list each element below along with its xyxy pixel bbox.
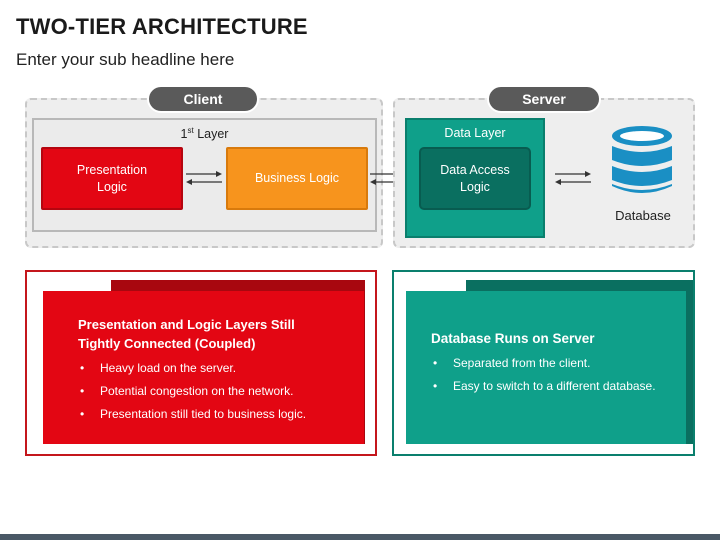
footer-bar (0, 534, 720, 540)
client-label: Client (183, 91, 223, 107)
left-card-bullet: Potential congestion on the network. (78, 383, 348, 399)
double-arrow-icon (553, 170, 593, 186)
business-logic-box: Business Logic (226, 147, 368, 210)
left-card-bullet: Heavy load on the server. (78, 360, 348, 376)
right-card: Database Runs on Server Separated from t… (406, 291, 686, 444)
presentation-logic-line2: Logic (97, 179, 127, 194)
left-card-heading-line1: Presentation and Logic Layers Still (78, 317, 295, 332)
database-label: Database (615, 208, 671, 223)
data-access-line2: Logic (460, 179, 490, 194)
data-layer-label: Data Layer (444, 126, 506, 140)
business-logic-label: Business Logic (254, 171, 340, 185)
presentation-logic-line1: Presentation (76, 162, 148, 177)
left-card-bullet: Presentation still tied to business logi… (78, 406, 348, 422)
page-subtitle: Enter your sub headline here (16, 50, 235, 69)
right-card-bullet: Easy to switch to a different database. (431, 378, 666, 394)
double-arrow-icon (184, 170, 224, 186)
server-pill: Server (487, 85, 601, 113)
left-card: Presentation and Logic Layers Still Tigh… (43, 291, 364, 444)
right-card-heading: Database Runs on Server (431, 331, 595, 346)
data-access-logic-box: Data Access Logic (419, 147, 531, 210)
database-icon (610, 124, 674, 198)
page-title: TWO-TIER ARCHITECTURE (16, 14, 308, 39)
right-card-bullet: Separated from the client. (431, 355, 666, 371)
first-layer-label: 1st Layer (180, 126, 229, 142)
presentation-logic-box: Presentation Logic (41, 147, 183, 210)
client-pill: Client (147, 85, 259, 113)
server-label: Server (522, 91, 566, 107)
data-access-line1: Data Access (440, 162, 510, 177)
left-card-heading-line2: Tightly Connected (Coupled) (78, 336, 256, 351)
